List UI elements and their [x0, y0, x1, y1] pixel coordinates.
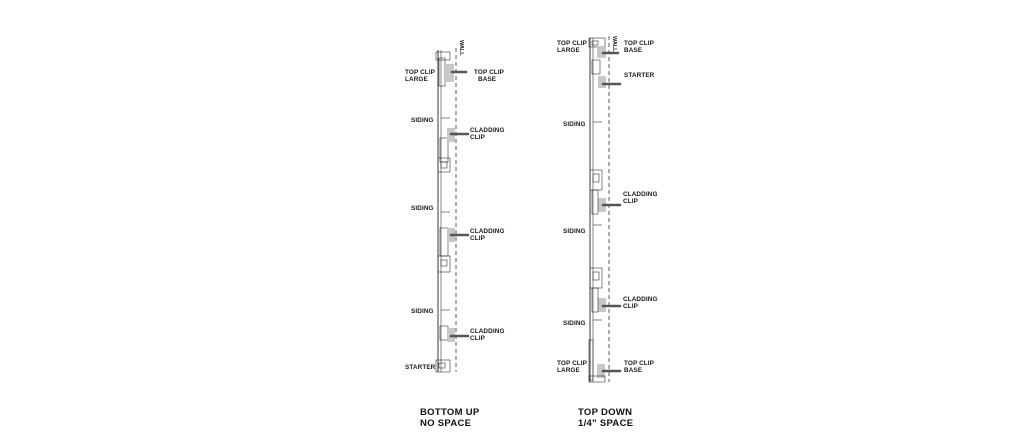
cladding-clip-3-profile — [439, 325, 470, 342]
wall-label: WALL — [458, 40, 464, 56]
top-clip-profile-top — [588, 37, 620, 58]
cladding-clip-2-profile — [589, 267, 622, 313]
label-starter: STARTER — [624, 72, 655, 79]
cladding-clip-2-profile — [437, 227, 470, 273]
label-siding-1: SIDING — [411, 117, 434, 124]
cladding-clip-1-profile — [437, 128, 470, 173]
cladding-clip-1-profile — [589, 169, 622, 215]
label-siding-3: SIDING — [411, 308, 434, 315]
label-siding-2: SIDING — [563, 228, 586, 235]
label-starter: STARTER — [405, 364, 436, 371]
starter-profile — [591, 59, 622, 88]
label-siding-2: SIDING — [411, 205, 434, 212]
wall-label: WALL — [611, 36, 617, 52]
starter-profile — [435, 359, 451, 373]
top-clip-profile-bottom — [588, 339, 622, 383]
bottom-up-assembly: WALL — [405, 40, 505, 429]
label-siding-3: SIDING — [563, 320, 586, 327]
top-clip-large-profile — [435, 51, 468, 87]
top-down-assembly: WALL — [557, 36, 658, 429]
label-siding-1: SIDING — [563, 121, 586, 128]
